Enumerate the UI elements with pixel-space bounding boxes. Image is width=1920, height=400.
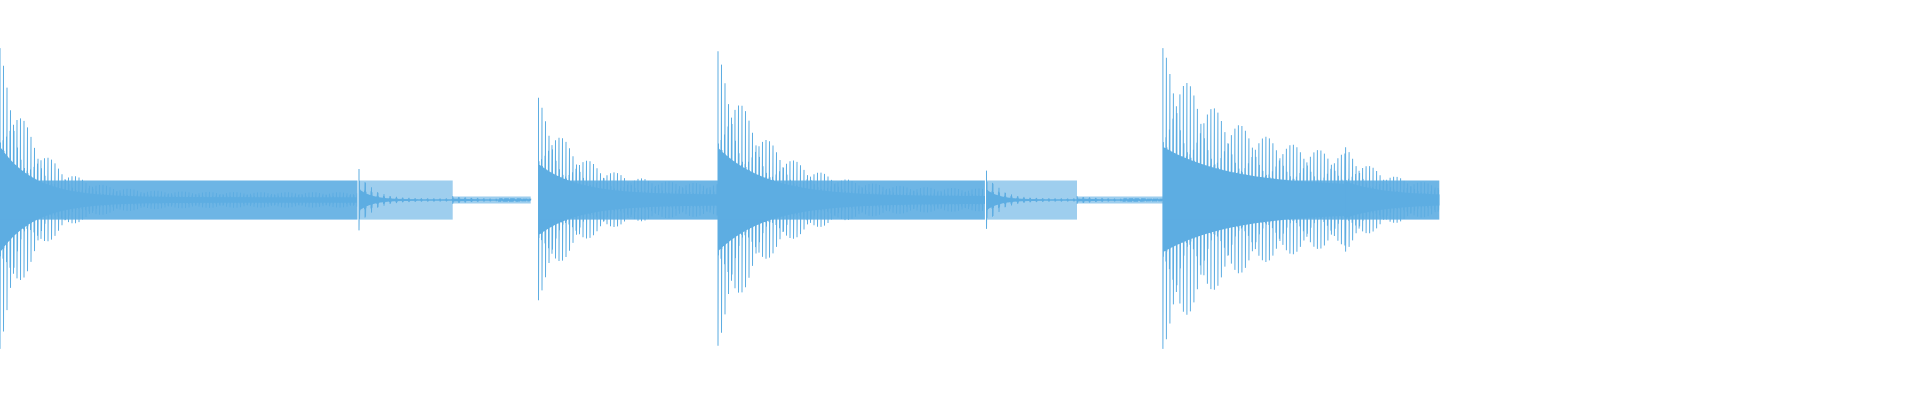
- waveform-core-2: [359, 180, 453, 220]
- waveform-segments: [0, 48, 1440, 349]
- waveform-core-5: [718, 180, 985, 220]
- waveform-core-4: [538, 180, 718, 220]
- waveform-core-3: [452, 196, 531, 204]
- waveform-core-1: [0, 180, 358, 220]
- waveform-core-8: [1162, 180, 1346, 220]
- waveform-core-7: [1077, 196, 1163, 204]
- waveform-core-9: [1345, 180, 1440, 220]
- waveform-core-6: [986, 180, 1077, 220]
